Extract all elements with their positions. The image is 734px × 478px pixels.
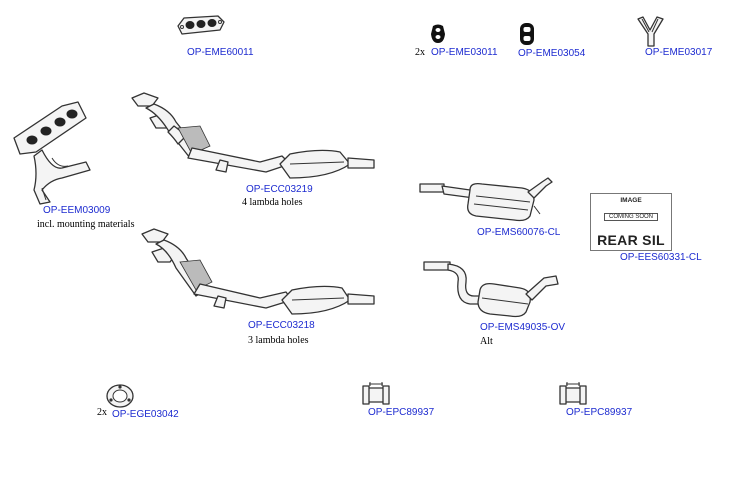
- qty-ege03042: 2x: [97, 407, 107, 418]
- part-code-epc89937-b[interactable]: OP-EPC89937: [566, 407, 633, 418]
- rubber-mount-icon: [520, 23, 534, 45]
- muffler-icon: [423, 261, 559, 318]
- note-ecc03218: 3 lambda holes: [248, 335, 309, 346]
- part-code-ege03042[interactable]: OP-EGE03042: [112, 409, 179, 420]
- placeholder-top-text: IMAGE: [620, 197, 642, 204]
- ring-gasket-icon: [106, 384, 134, 408]
- part-code-epc89937-a[interactable]: OP-EPC89937: [368, 407, 435, 418]
- y-pipe-icon: [637, 16, 664, 47]
- pipe-clamp-icon: [559, 382, 587, 405]
- exhaust-manifold-icon: [13, 101, 91, 205]
- catalytic-converter-icon: [141, 228, 375, 315]
- qty-eme03011: 2x: [415, 47, 425, 58]
- part-code-ecc03218[interactable]: OP-ECC03218: [248, 320, 315, 331]
- part-code-eme60011[interactable]: OP-EME60011: [187, 47, 254, 58]
- catalytic-converter-icon: [131, 92, 375, 179]
- part-code-eme03054[interactable]: OP-EME03054: [518, 48, 586, 59]
- part-code-ems49035[interactable]: OP-EMS49035-OV: [480, 322, 566, 333]
- note-eem03009: incl. mounting materials: [37, 219, 135, 230]
- image-coming-soon-placeholder: IMAGE COMING SOON REAR SIL: [590, 193, 672, 251]
- placeholder-label: REAR SIL: [597, 232, 665, 248]
- part-code-eem03009[interactable]: OP-EEM03009: [43, 205, 111, 216]
- part-code-eme03011[interactable]: OP-EME03011: [431, 47, 498, 58]
- gasket-icon: [177, 15, 225, 35]
- part-code-ecc03219[interactable]: OP-ECC03219: [246, 184, 313, 195]
- part-code-ems60076[interactable]: OP-EMS60076-CL: [477, 227, 561, 238]
- note-ecc03219: 4 lambda holes: [242, 197, 303, 208]
- pipe-clamp-icon: [362, 382, 390, 405]
- part-code-ees60331[interactable]: OP-EES60331-CL: [620, 252, 702, 263]
- note-ems49035: Alt: [480, 336, 493, 347]
- part-code-eme03017[interactable]: OP-EME03017: [645, 47, 713, 58]
- muffler-icon: [419, 177, 553, 222]
- rubber-mount-icon: [431, 24, 445, 43]
- placeholder-sub-text: COMING SOON: [603, 213, 658, 221]
